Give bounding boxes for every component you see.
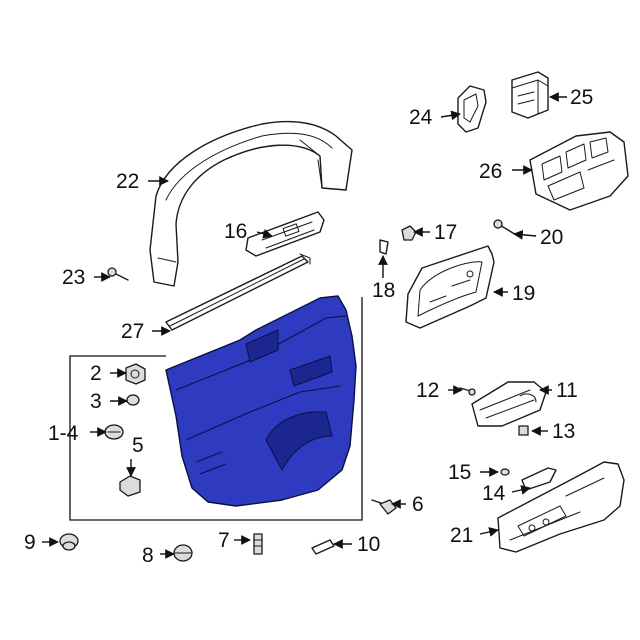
callout-8[interactable]: 8: [142, 544, 154, 567]
clip-18[interactable]: [379, 239, 389, 255]
callout-19[interactable]: 19: [512, 282, 535, 305]
push-nut-9[interactable]: [59, 533, 79, 551]
fastener-8[interactable]: [173, 544, 193, 562]
screw-15[interactable]: [500, 468, 510, 476]
callout-1-4[interactable]: 1-4: [48, 422, 79, 445]
callout-6[interactable]: 6: [412, 493, 424, 516]
switch-bezel[interactable]: [245, 211, 325, 257]
clip-2[interactable]: [125, 363, 146, 385]
leader-21: [479, 527, 499, 537]
screw-6[interactable]: [371, 499, 397, 515]
assembly-bracket-frame: [69, 297, 363, 521]
bolt-7[interactable]: [253, 533, 263, 555]
callout-16[interactable]: 16: [224, 220, 247, 243]
window-switch-cube[interactable]: [511, 71, 549, 119]
callout-15[interactable]: 15: [448, 461, 471, 484]
clip-13[interactable]: [518, 425, 529, 436]
callout-25[interactable]: 25: [570, 86, 593, 109]
clip-10[interactable]: [311, 539, 335, 555]
door-handle[interactable]: [471, 381, 547, 427]
door-trim-panel[interactable]: [165, 295, 357, 507]
callout-7[interactable]: 7: [218, 529, 230, 552]
inner-handle-bracket[interactable]: [405, 245, 495, 329]
callout-13[interactable]: 13: [552, 420, 575, 443]
callout-21[interactable]: 21: [450, 524, 473, 547]
grommet-3[interactable]: [126, 394, 140, 406]
screw-12[interactable]: [459, 387, 476, 396]
leader-14: [511, 485, 531, 495]
callout-2[interactable]: 2: [90, 362, 102, 385]
callout-23[interactable]: 23: [62, 266, 85, 289]
callout-20[interactable]: 20: [540, 226, 563, 249]
leader-20: [513, 229, 537, 240]
callout-27[interactable]: 27: [121, 320, 144, 343]
bolt-23[interactable]: [107, 267, 129, 281]
armrest[interactable]: [497, 461, 625, 553]
nut-17[interactable]: [401, 225, 417, 241]
callout-5[interactable]: 5: [132, 434, 144, 457]
leader-24: [440, 110, 461, 121]
window-switch-single[interactable]: [457, 85, 487, 133]
window-switch-master[interactable]: [529, 131, 629, 211]
retainer-5[interactable]: [119, 475, 141, 497]
lock-switch[interactable]: [521, 467, 557, 491]
callout-17[interactable]: 17: [434, 221, 457, 244]
beltline-weatherstrip[interactable]: [165, 253, 311, 331]
callout-9[interactable]: 9: [24, 531, 36, 554]
callout-22[interactable]: 22: [116, 170, 139, 193]
window-frame-molding[interactable]: [149, 121, 353, 287]
push-pin-1-4[interactable]: [104, 424, 124, 440]
callout-24[interactable]: 24: [409, 106, 433, 129]
door-trim-panel-body[interactable]: [165, 295, 357, 507]
callout-12[interactable]: 12: [416, 379, 439, 402]
callout-11[interactable]: 11: [556, 379, 578, 402]
leader-16: [256, 228, 273, 239]
callout-26[interactable]: 26: [479, 160, 502, 183]
callout-18[interactable]: 18: [372, 279, 395, 302]
callout-10[interactable]: 10: [357, 533, 380, 556]
callout-14[interactable]: 14: [482, 482, 506, 505]
callout-3[interactable]: 3: [90, 390, 102, 413]
